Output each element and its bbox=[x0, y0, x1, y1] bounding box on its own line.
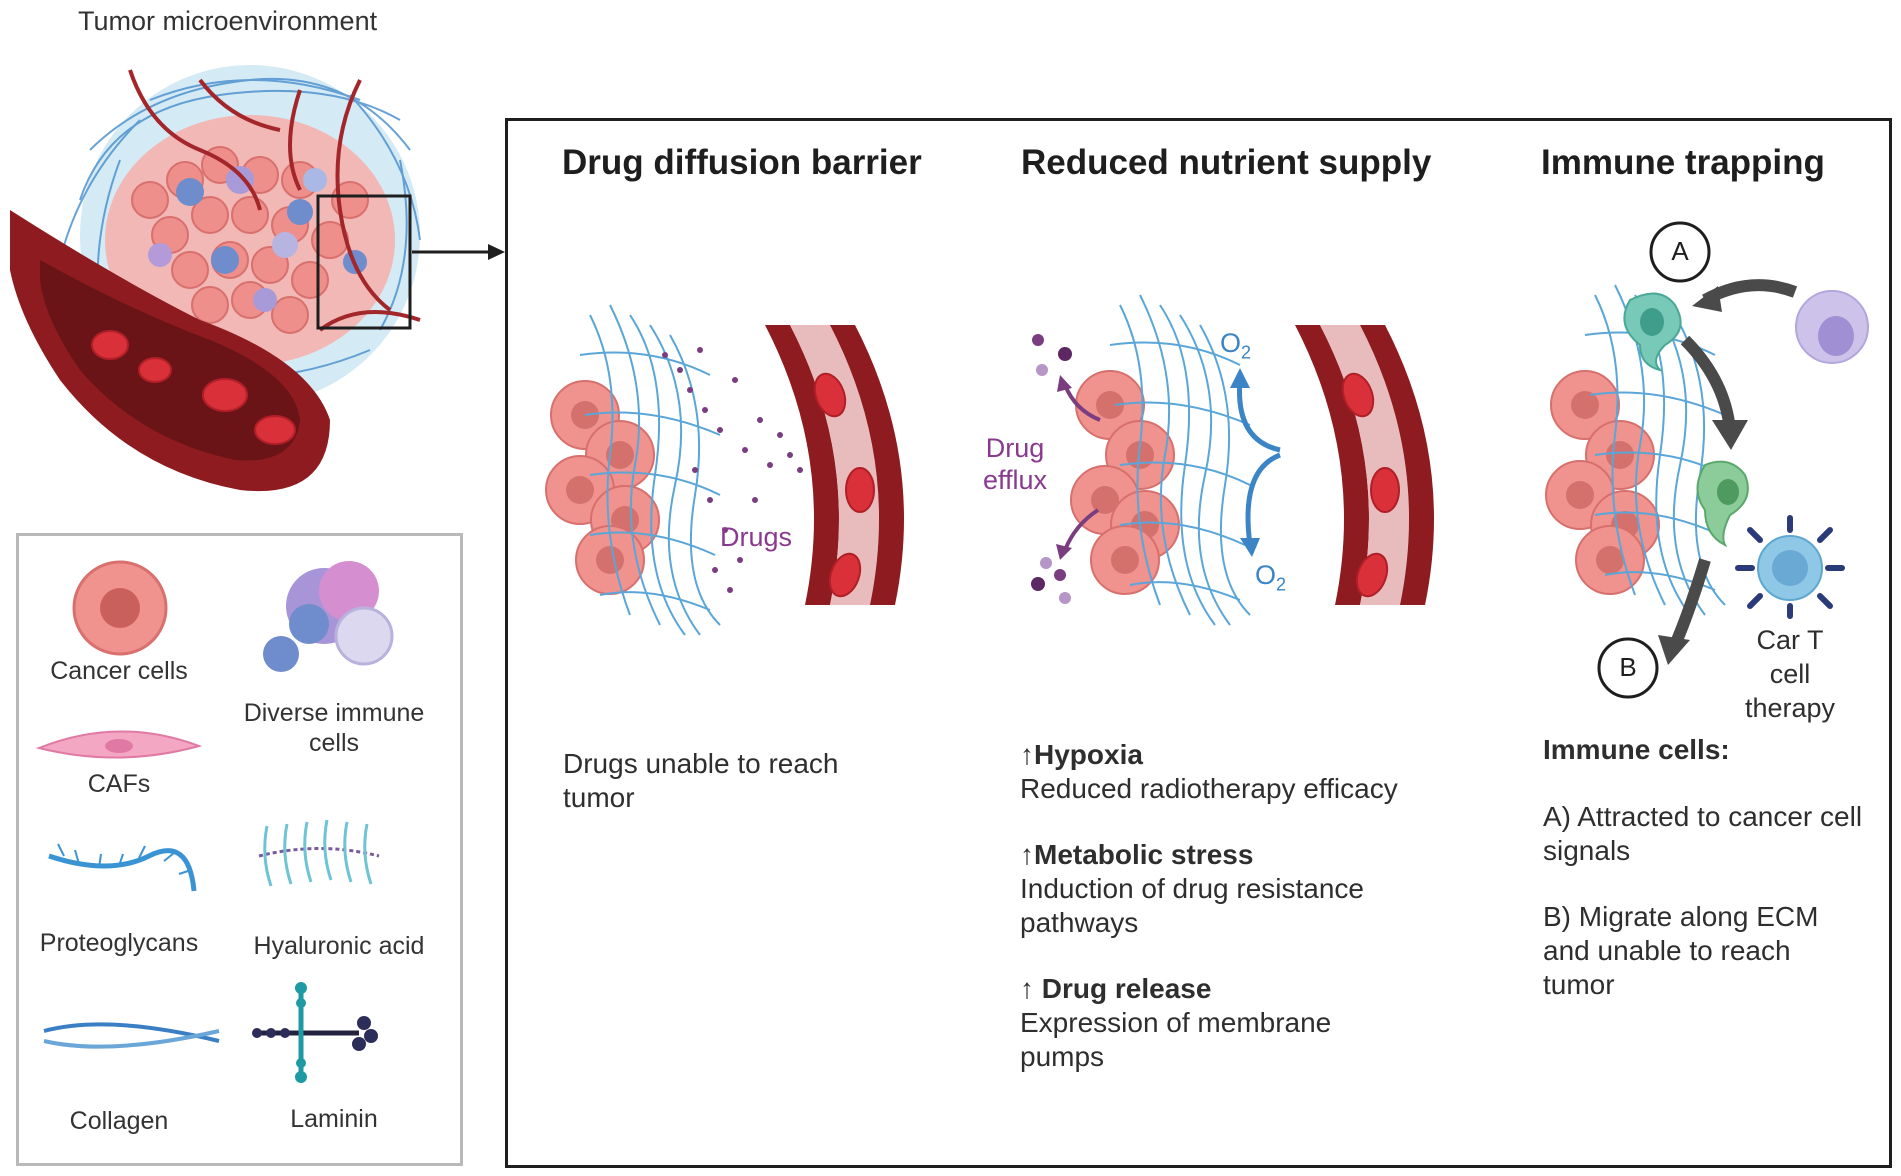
immune-point-a: A) Attracted to cancer cell signals bbox=[1543, 801, 1863, 866]
nutrient-vessel bbox=[1295, 325, 1434, 605]
hyaluronic-acid-icon bbox=[258, 819, 380, 887]
o2-label-bottom-symbol: O bbox=[1255, 560, 1277, 590]
caf-icon bbox=[35, 730, 203, 759]
laminin-icon bbox=[252, 982, 378, 1083]
diffusion-vessel bbox=[765, 325, 904, 605]
nutrient-point-drug-release: ↑ Drug release Expression of membrane pu… bbox=[1020, 972, 1420, 1074]
o2-label-bottom: O2 bbox=[1255, 560, 1286, 595]
marker-a-circle bbox=[1649, 221, 1711, 283]
legend-label-laminin: Laminin bbox=[290, 1105, 378, 1133]
legend-label-immune-cells: Diverse immune cells bbox=[243, 699, 425, 757]
zoom-box bbox=[316, 194, 412, 330]
proteoglycan-icon bbox=[48, 843, 197, 892]
efflux-arrow-down bbox=[1063, 508, 1100, 551]
legend-label-hyaluronic-acid: Hyaluronic acid bbox=[253, 932, 425, 960]
tme-vessel-lumen bbox=[40, 260, 300, 461]
legend-panel: Cancer cells Diverse immune cells CAFs P… bbox=[16, 533, 463, 1166]
drug-efflux-label-line-1: Drug bbox=[985, 433, 1045, 463]
title-immune-trapping: Immune trapping bbox=[1541, 143, 1825, 182]
legend-label-collagen: Collagen bbox=[69, 1107, 169, 1135]
nutrient-point-metabolic-text: Induction of drug resistance pathways bbox=[1020, 873, 1364, 938]
drug-efflux-label-line-2: efflux bbox=[982, 465, 1048, 495]
nutrient-point-drug-release-heading: ↑ Drug release bbox=[1020, 973, 1212, 1004]
o2-label-top: O2 bbox=[1220, 328, 1251, 363]
car-t-label: Car T cell therapy bbox=[1720, 623, 1860, 725]
diffusion-drug-particles bbox=[662, 347, 813, 593]
title-drug-diffusion-barrier: Drug diffusion barrier bbox=[562, 143, 922, 182]
immune-illustration bbox=[1545, 221, 1869, 699]
nutrient-point-hypoxia-heading: ↑Hypoxia bbox=[1020, 739, 1143, 770]
nutrient-point-drug-release-text: Expression of membrane pumps bbox=[1020, 1007, 1332, 1072]
nutrient-point-metabolic-heading: ↑Metabolic stress bbox=[1020, 839, 1254, 870]
legend-icons bbox=[35, 560, 394, 1083]
o2-arrow-down bbox=[1245, 452, 1281, 546]
tme-capillaries bbox=[128, 69, 421, 332]
car-t-cell-icon bbox=[1735, 515, 1845, 619]
nutrient-point-hypoxia: ↑Hypoxia Reduced radiotherapy efficacy bbox=[1020, 738, 1420, 806]
collagen-icon bbox=[43, 1022, 220, 1049]
mechanisms-panel bbox=[505, 118, 1892, 1168]
marker-a-label: A bbox=[1671, 236, 1689, 266]
marker-b-label: B bbox=[1619, 652, 1637, 682]
legend-label-cancer-cells: Cancer cells bbox=[50, 657, 188, 685]
efflux-drug-particles-bottom bbox=[1031, 557, 1071, 604]
marker-b-circle bbox=[1597, 637, 1659, 699]
nutrient-point-hypoxia-text: Reduced radiotherapy efficacy bbox=[1020, 773, 1398, 804]
nutrient-point-metabolic-stress: ↑Metabolic stress Induction of drug resi… bbox=[1020, 838, 1420, 940]
efflux-drug-particles-top bbox=[1032, 334, 1072, 376]
nutrient-illustration bbox=[1031, 294, 1434, 626]
drug-efflux-label: Drug efflux bbox=[975, 432, 1055, 496]
immune-cells-icon bbox=[263, 561, 394, 672]
diffusion-illustration bbox=[545, 304, 904, 636]
o2-arrow-up bbox=[1237, 379, 1281, 453]
overview-title: Tumor microenvironment bbox=[78, 6, 378, 36]
diffusion-description: Drugs unable to reach tumor bbox=[563, 748, 839, 813]
car-t-label-line-1: Car T bbox=[1756, 625, 1824, 655]
car-t-label-line-3: therapy bbox=[1744, 693, 1836, 723]
migration-arrow bbox=[1680, 335, 1736, 431]
legend-label-cafs: CAFs bbox=[87, 770, 151, 798]
o2-label-top-subscript: 2 bbox=[1241, 342, 1252, 363]
drugs-label: Drugs bbox=[720, 522, 793, 552]
tme-red-blood-cells bbox=[91, 330, 296, 445]
cancer-cell-icon bbox=[72, 560, 168, 656]
car-t-label-line-2: cell bbox=[1769, 659, 1811, 689]
legend-label-proteoglycans: Proteoglycans bbox=[39, 929, 199, 957]
immune-point-b: B) Migrate along ECM and unable to reach… bbox=[1543, 901, 1819, 1000]
immune-cells-cluster bbox=[148, 166, 367, 312]
zoom-arrow-head bbox=[488, 244, 505, 260]
o2-label-top-symbol: O bbox=[1220, 328, 1242, 358]
trapped-arrow bbox=[1669, 558, 1711, 648]
o2-label-bottom-subscript: 2 bbox=[1276, 574, 1287, 595]
immune-heading: Immune cells: bbox=[1543, 734, 1730, 765]
title-reduced-nutrient-supply: Reduced nutrient supply bbox=[1021, 143, 1432, 182]
